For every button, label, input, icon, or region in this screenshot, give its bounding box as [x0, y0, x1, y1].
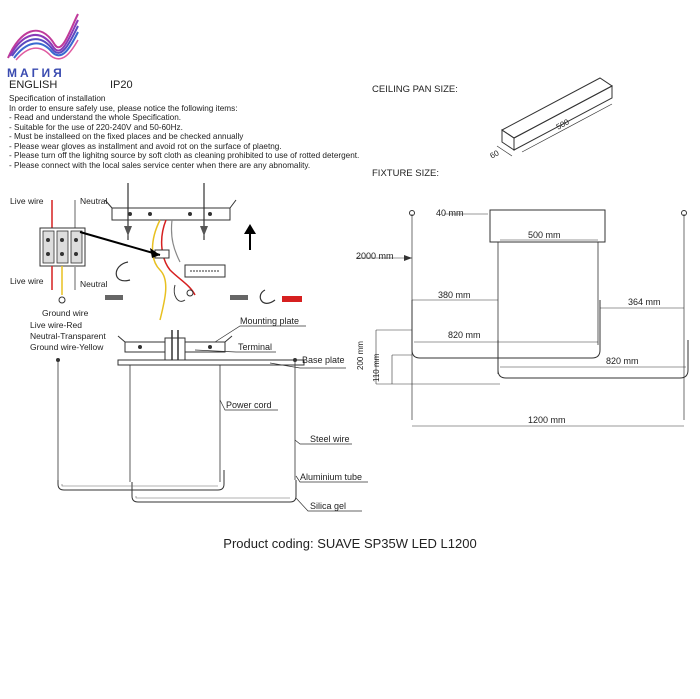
spec-line: - Must be installeed on the fixed places…: [9, 132, 244, 141]
spec-line: - Please connect with the local sales se…: [9, 160, 311, 170]
live-wire-top-label: Live wire: [10, 196, 44, 206]
dim-820-b: 820 mm: [606, 356, 639, 366]
spec-line: - Please turn off the lighitng source by…: [9, 151, 360, 160]
legend-ground: Ground wire-Yellow: [30, 342, 104, 352]
dim-820-a: 820 mm: [448, 330, 481, 340]
lamp-assembly: [56, 325, 368, 512]
logo-icon: [7, 13, 79, 61]
ip-rating: IP20: [110, 79, 133, 91]
dim-200: 200 mm: [356, 341, 365, 370]
dim-1200: 1200 mm: [528, 415, 566, 425]
language-label: ENGLISH: [9, 79, 58, 91]
spec-line: In order to ensure safely use, please no…: [9, 103, 238, 113]
dim-2000: 2000 mm: [356, 251, 394, 261]
neutral-top-label: Neutral: [80, 196, 108, 206]
terminal-label: Terminal: [238, 342, 273, 352]
spec-list: Specification of installation In order t…: [9, 94, 359, 170]
spec-line: - Please wear gloves as installment and …: [9, 141, 282, 151]
dim-364: 364 mm: [628, 297, 661, 307]
spec-title: Specification of installation: [9, 94, 106, 103]
silica-gel-label: Silica gel: [310, 501, 347, 511]
dim-40: 40 mm: [436, 208, 464, 218]
fixture-drawing: [356, 209, 689, 427]
aluminium-tube-label: Aluminium tube: [300, 472, 363, 482]
wiring-diagram: [39, 183, 302, 321]
legend-neutral: Neutral-Transparent: [30, 331, 106, 341]
dim-380: 380 mm: [438, 290, 471, 300]
dim-110: 110 mm: [372, 353, 381, 382]
brand-name: МАГИЯ: [7, 66, 65, 80]
steel-wire-label: Steel wire: [310, 434, 350, 444]
spec-line: - Suitable for the use of 220-240V and 5…: [9, 122, 183, 132]
power-cord-label: Power cord: [226, 400, 272, 410]
ceiling-pan-drawing: [496, 77, 613, 157]
ceiling-pan-title: CEILING PAN SIZE:: [372, 84, 458, 95]
mounting-plate-drawing: [111, 207, 231, 221]
neutral-bottom-label: Neutral: [80, 279, 108, 289]
ground-wire-label: Ground wire: [42, 308, 89, 318]
product-coding: Product coding: SUAVE SP35W LED L1200: [223, 536, 477, 551]
mounting-plate-label: Mounting plate: [240, 316, 300, 326]
base-plate-label: Base plate: [302, 355, 345, 365]
dim-500: 500 mm: [528, 230, 561, 240]
spec-line: - Read and understand the whole Specific…: [9, 113, 182, 122]
live-wire-bottom-label: Live wire: [10, 276, 44, 286]
fixture-title: FIXTURE SIZE:: [372, 168, 440, 179]
legend-live: Live wire-Red: [30, 320, 82, 330]
